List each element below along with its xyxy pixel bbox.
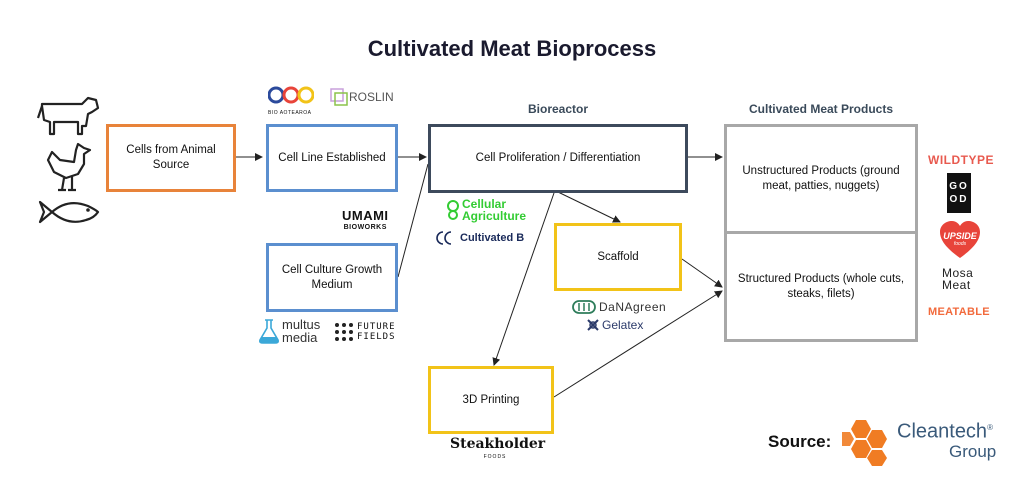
logo-steakholder-foods: Steakholder FOODS [450, 436, 546, 460]
logo-roslin: ROSLIN [330, 88, 394, 106]
roslin-mark-icon [330, 88, 348, 106]
logo-umami-bioworks: UMAMI BIOWORKS [342, 208, 389, 231]
cow-icon [36, 96, 100, 136]
logo-multus-media: multus media [258, 318, 320, 344]
danagreen-mark-icon [572, 300, 596, 314]
logo-upside-foods: UPSIDE foods [938, 220, 982, 265]
box-cells-from-animal-source: Cells from Animal Source [106, 124, 236, 192]
cleantech-wordmark: Cleantech® Group [897, 420, 997, 461]
box-structured-products: Structured Products (whole cuts, steaks,… [724, 231, 918, 342]
logo-gelatex: Gelatex [586, 318, 643, 332]
logo-cultivated-b: Cultivated B [434, 230, 524, 246]
arrow-scaffold-to-structured [681, 258, 723, 288]
bio-aotearoa-mark-icon [267, 86, 315, 104]
arrow-printing-to-structured [553, 290, 723, 398]
fish-icon [38, 200, 100, 224]
box-cell-culture-growth-medium: Cell Culture Growth Medium [266, 243, 398, 312]
multus-flask-icon [259, 319, 279, 344]
logo-bio-aotearoa: BIO AOTEAROA [267, 86, 315, 116]
future-fields-dots-icon [335, 323, 353, 341]
diagram-title: Cultivated Meat Bioprocess [367, 36, 657, 61]
logo-mosa-meat: Mosa Meat [942, 266, 974, 292]
cellular-agriculture-mark-icon [447, 200, 459, 220]
box-unstructured-products: Unstructured Products (ground meat, patt… [724, 124, 918, 234]
logo-future-fields: FUTURE FIELDS [334, 322, 396, 342]
logo-cellular-agriculture: Cellular Agriculture [446, 198, 526, 222]
box-cell-line-established: Cell Line Established [266, 124, 398, 192]
heading-cultivated-meat-products: Cultivated Meat Products [748, 102, 894, 116]
arrow-bioreactor-to-printing [492, 192, 555, 366]
box-cell-proliferation: Cell Proliferation / Differentiation [428, 124, 688, 193]
chicken-icon [46, 142, 92, 192]
logo-danagreen: DaNAgreen [572, 300, 666, 314]
upside-heart-icon [940, 221, 980, 258]
arrow-bioreactor-to-scaffold [557, 191, 621, 223]
logo-good-meat: GO OD [947, 173, 971, 213]
box-3d-printing: 3D Printing [428, 366, 554, 434]
cleantech-hexagons-icon [842, 420, 887, 466]
box-scaffold: Scaffold [554, 223, 682, 291]
gelatex-mark-icon [587, 319, 599, 331]
heading-bioreactor: Bioreactor [527, 102, 589, 116]
arrow-medium-to-bioreactor [397, 163, 429, 278]
logo-wildtype: WILDTYPE [928, 153, 994, 167]
cultivated-b-mark-icon [436, 231, 452, 245]
logo-meatable: MEATABLE [928, 306, 990, 318]
logo-cleantech-group [842, 418, 898, 473]
source-label: Source: [768, 432, 832, 451]
